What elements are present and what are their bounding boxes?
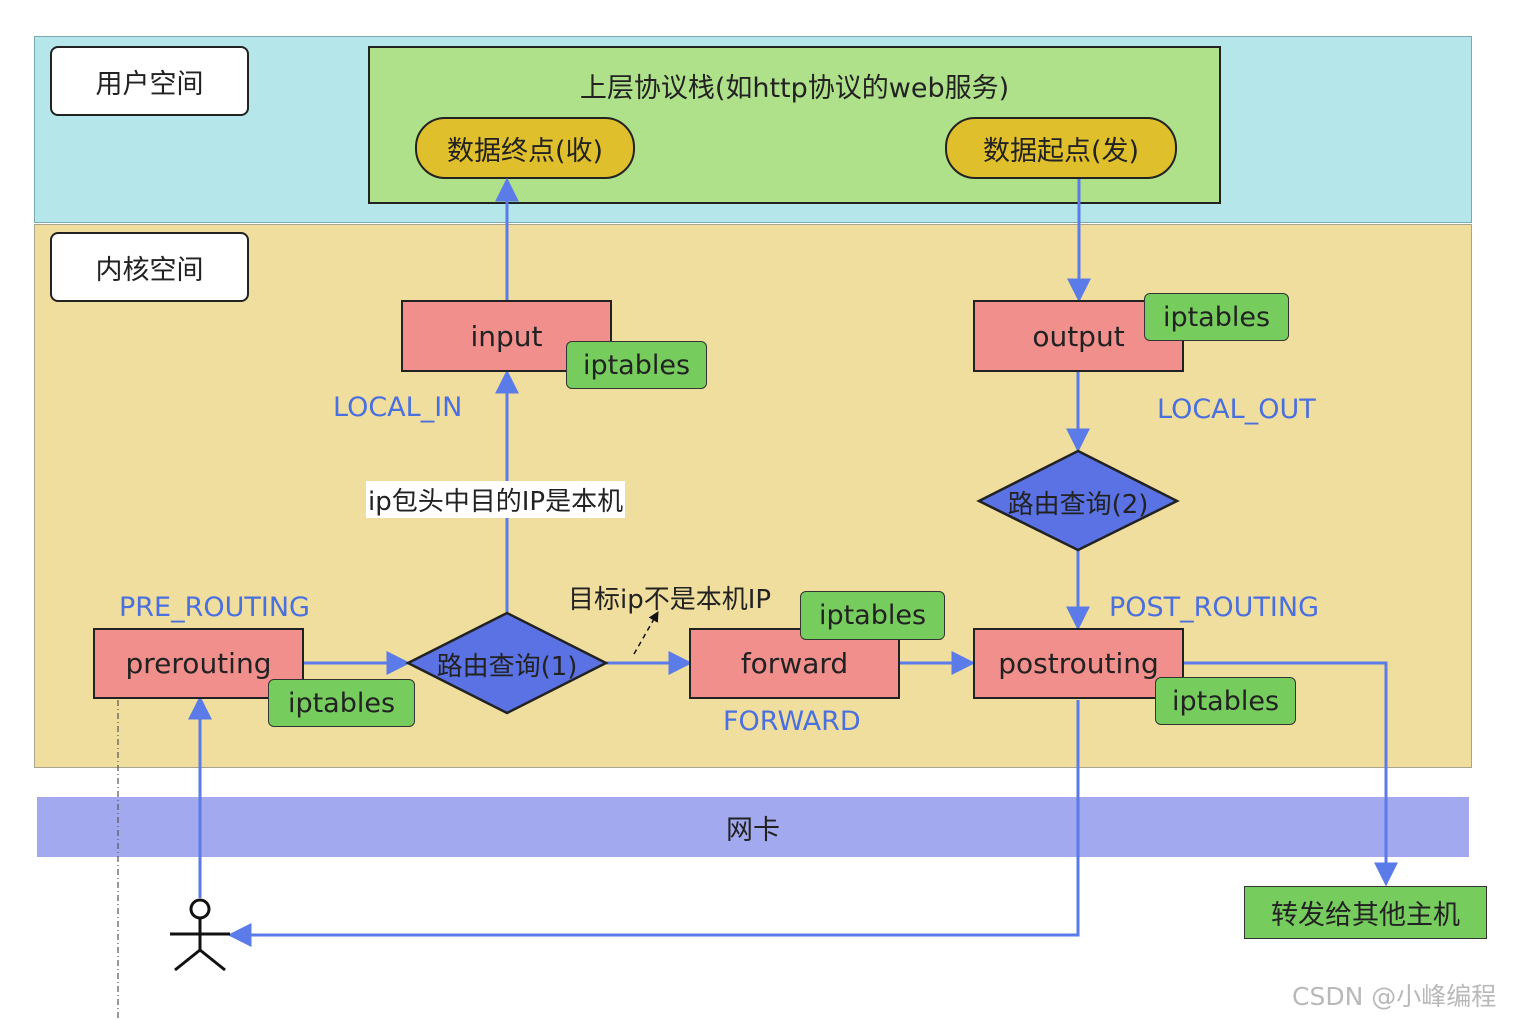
postrouting-iptables-tag: iptables	[1155, 677, 1296, 725]
arrow-postrouting-to-user	[227, 700, 1080, 947]
local-out-label: LOCAL_OUT	[1157, 394, 1316, 425]
kernel-space-label: 内核空间	[50, 232, 249, 302]
user-figure-icon	[170, 898, 230, 972]
prerouting-iptables-tag: iptables	[268, 679, 415, 727]
route1-label: 路由查询(1)	[436, 652, 578, 682]
to-local-note: ip包头中目的IP是本机	[366, 481, 626, 518]
note-pointer	[633, 611, 659, 655]
watermark: CSDN @小峰编程	[1292, 982, 1497, 1011]
input-iptables-tag: iptables	[566, 341, 707, 389]
local-in-label: LOCAL_IN	[333, 392, 463, 423]
nic-zone: 网卡	[37, 797, 1469, 857]
route2-label: 路由查询(2)	[1007, 490, 1149, 520]
post-routing-label: POST_ROUTING	[1109, 592, 1320, 623]
pre-routing-label: PRE_ROUTING	[119, 592, 310, 623]
not-local-note: 目标ip不是本机IP	[568, 585, 772, 615]
upper-stack-title: 上层协议栈(如http协议的web服务)	[579, 73, 1010, 104]
route2-diamond	[976, 449, 1180, 552]
forward-to-other-hosts-box: 转发给其他主机	[1244, 886, 1487, 939]
postrouting-hook: postrouting	[973, 628, 1184, 699]
forward-label: FORWARD	[723, 706, 861, 737]
output-iptables-tag: iptables	[1144, 293, 1289, 341]
route1-diamond	[405, 611, 609, 715]
user-space-label: 用户空间	[50, 46, 249, 116]
forward-iptables-tag: iptables	[800, 591, 945, 640]
data-end-pill: 数据终点(收)	[415, 117, 635, 179]
data-start-pill: 数据起点(发)	[945, 117, 1177, 179]
arrow-postrouting-to-other-hosts	[1183, 661, 1398, 887]
nic-label: 网卡	[726, 814, 780, 846]
prerouting-hook: prerouting	[93, 628, 304, 699]
